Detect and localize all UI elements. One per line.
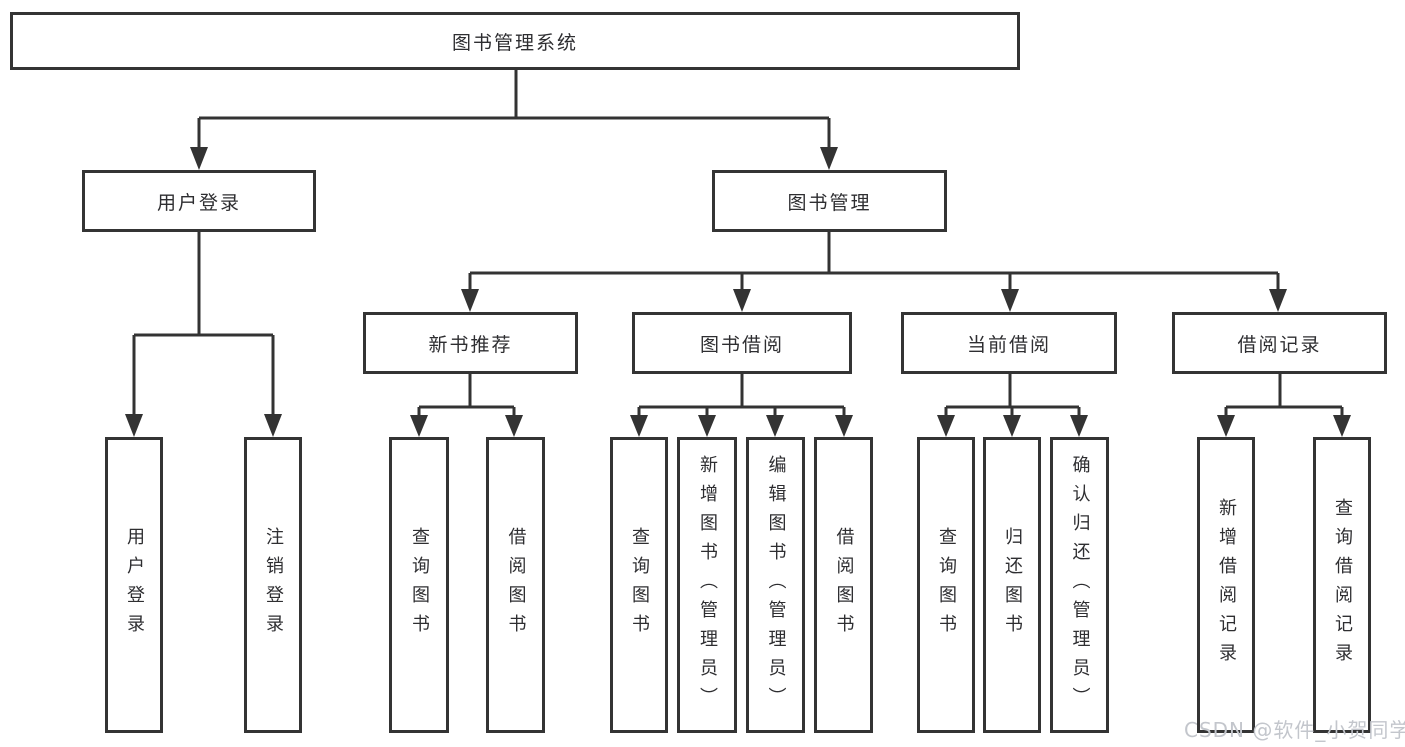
node-leaf-add-borrow-record: 新增借阅记录 (1197, 437, 1255, 733)
node-library-management-system: 图书管理系统 (10, 12, 1020, 70)
node-leaf-add-book-admin: 新增图书（管理员） (677, 437, 737, 733)
node-label: 查询图书 (936, 527, 957, 643)
node-leaf-borrow-book: 借阅图书 (814, 437, 873, 733)
node-label: 借阅图书 (833, 527, 855, 643)
node-borrow-record: 借阅记录 (1172, 312, 1387, 374)
node-leaf-return-book: 归还图书 (983, 437, 1041, 733)
node-label: 借阅图书 (505, 527, 527, 643)
node-label: 归还图书 (1002, 527, 1023, 643)
node-label: 查询图书 (409, 527, 430, 643)
node-label: 用户登录 (156, 191, 241, 214)
node-new-book-recommend: 新书推荐 (363, 312, 578, 374)
node-label: 当前借阅 (966, 333, 1051, 356)
node-current-borrow: 当前借阅 (901, 312, 1117, 374)
node-label: 图书借阅 (699, 333, 784, 356)
node-leaf-user-login: 用户登录 (105, 437, 163, 733)
node-leaf-query-borrow-record: 查询借阅记录 (1313, 437, 1371, 733)
node-leaf-query-book-recommend: 查询图书 (389, 437, 449, 733)
node-label: 新增图书（管理员） (697, 454, 718, 716)
node-label: 图书管理系统 (451, 31, 578, 54)
node-label: 新增借阅记录 (1216, 498, 1237, 672)
node-label: 用户登录 (124, 527, 145, 643)
node-label: 编辑图书（管理员） (765, 454, 787, 716)
node-book-borrow: 图书借阅 (632, 312, 852, 374)
node-leaf-query-book-borrow: 查询图书 (610, 437, 668, 733)
node-book-management: 图书管理 (712, 170, 947, 232)
watermark: CSDN @软件_小贺同学 (1184, 718, 1405, 742)
node-leaf-edit-book-admin: 编辑图书（管理员） (746, 437, 805, 733)
node-label: 查询借阅记录 (1332, 498, 1353, 672)
node-leaf-query-book-current: 查询图书 (917, 437, 975, 733)
node-label: 确认归还（管理员） (1069, 454, 1091, 716)
node-label: 借阅记录 (1237, 333, 1322, 356)
node-label: 新书推荐 (428, 333, 513, 356)
node-label: 图书管理 (787, 191, 872, 214)
node-leaf-confirm-return-admin: 确认归还（管理员） (1050, 437, 1109, 733)
node-label: 注销登录 (263, 527, 284, 643)
node-leaf-borrow-book-recommend: 借阅图书 (486, 437, 545, 733)
node-label: 查询图书 (629, 527, 650, 643)
node-leaf-logout: 注销登录 (244, 437, 302, 733)
node-user-login: 用户登录 (82, 170, 316, 232)
